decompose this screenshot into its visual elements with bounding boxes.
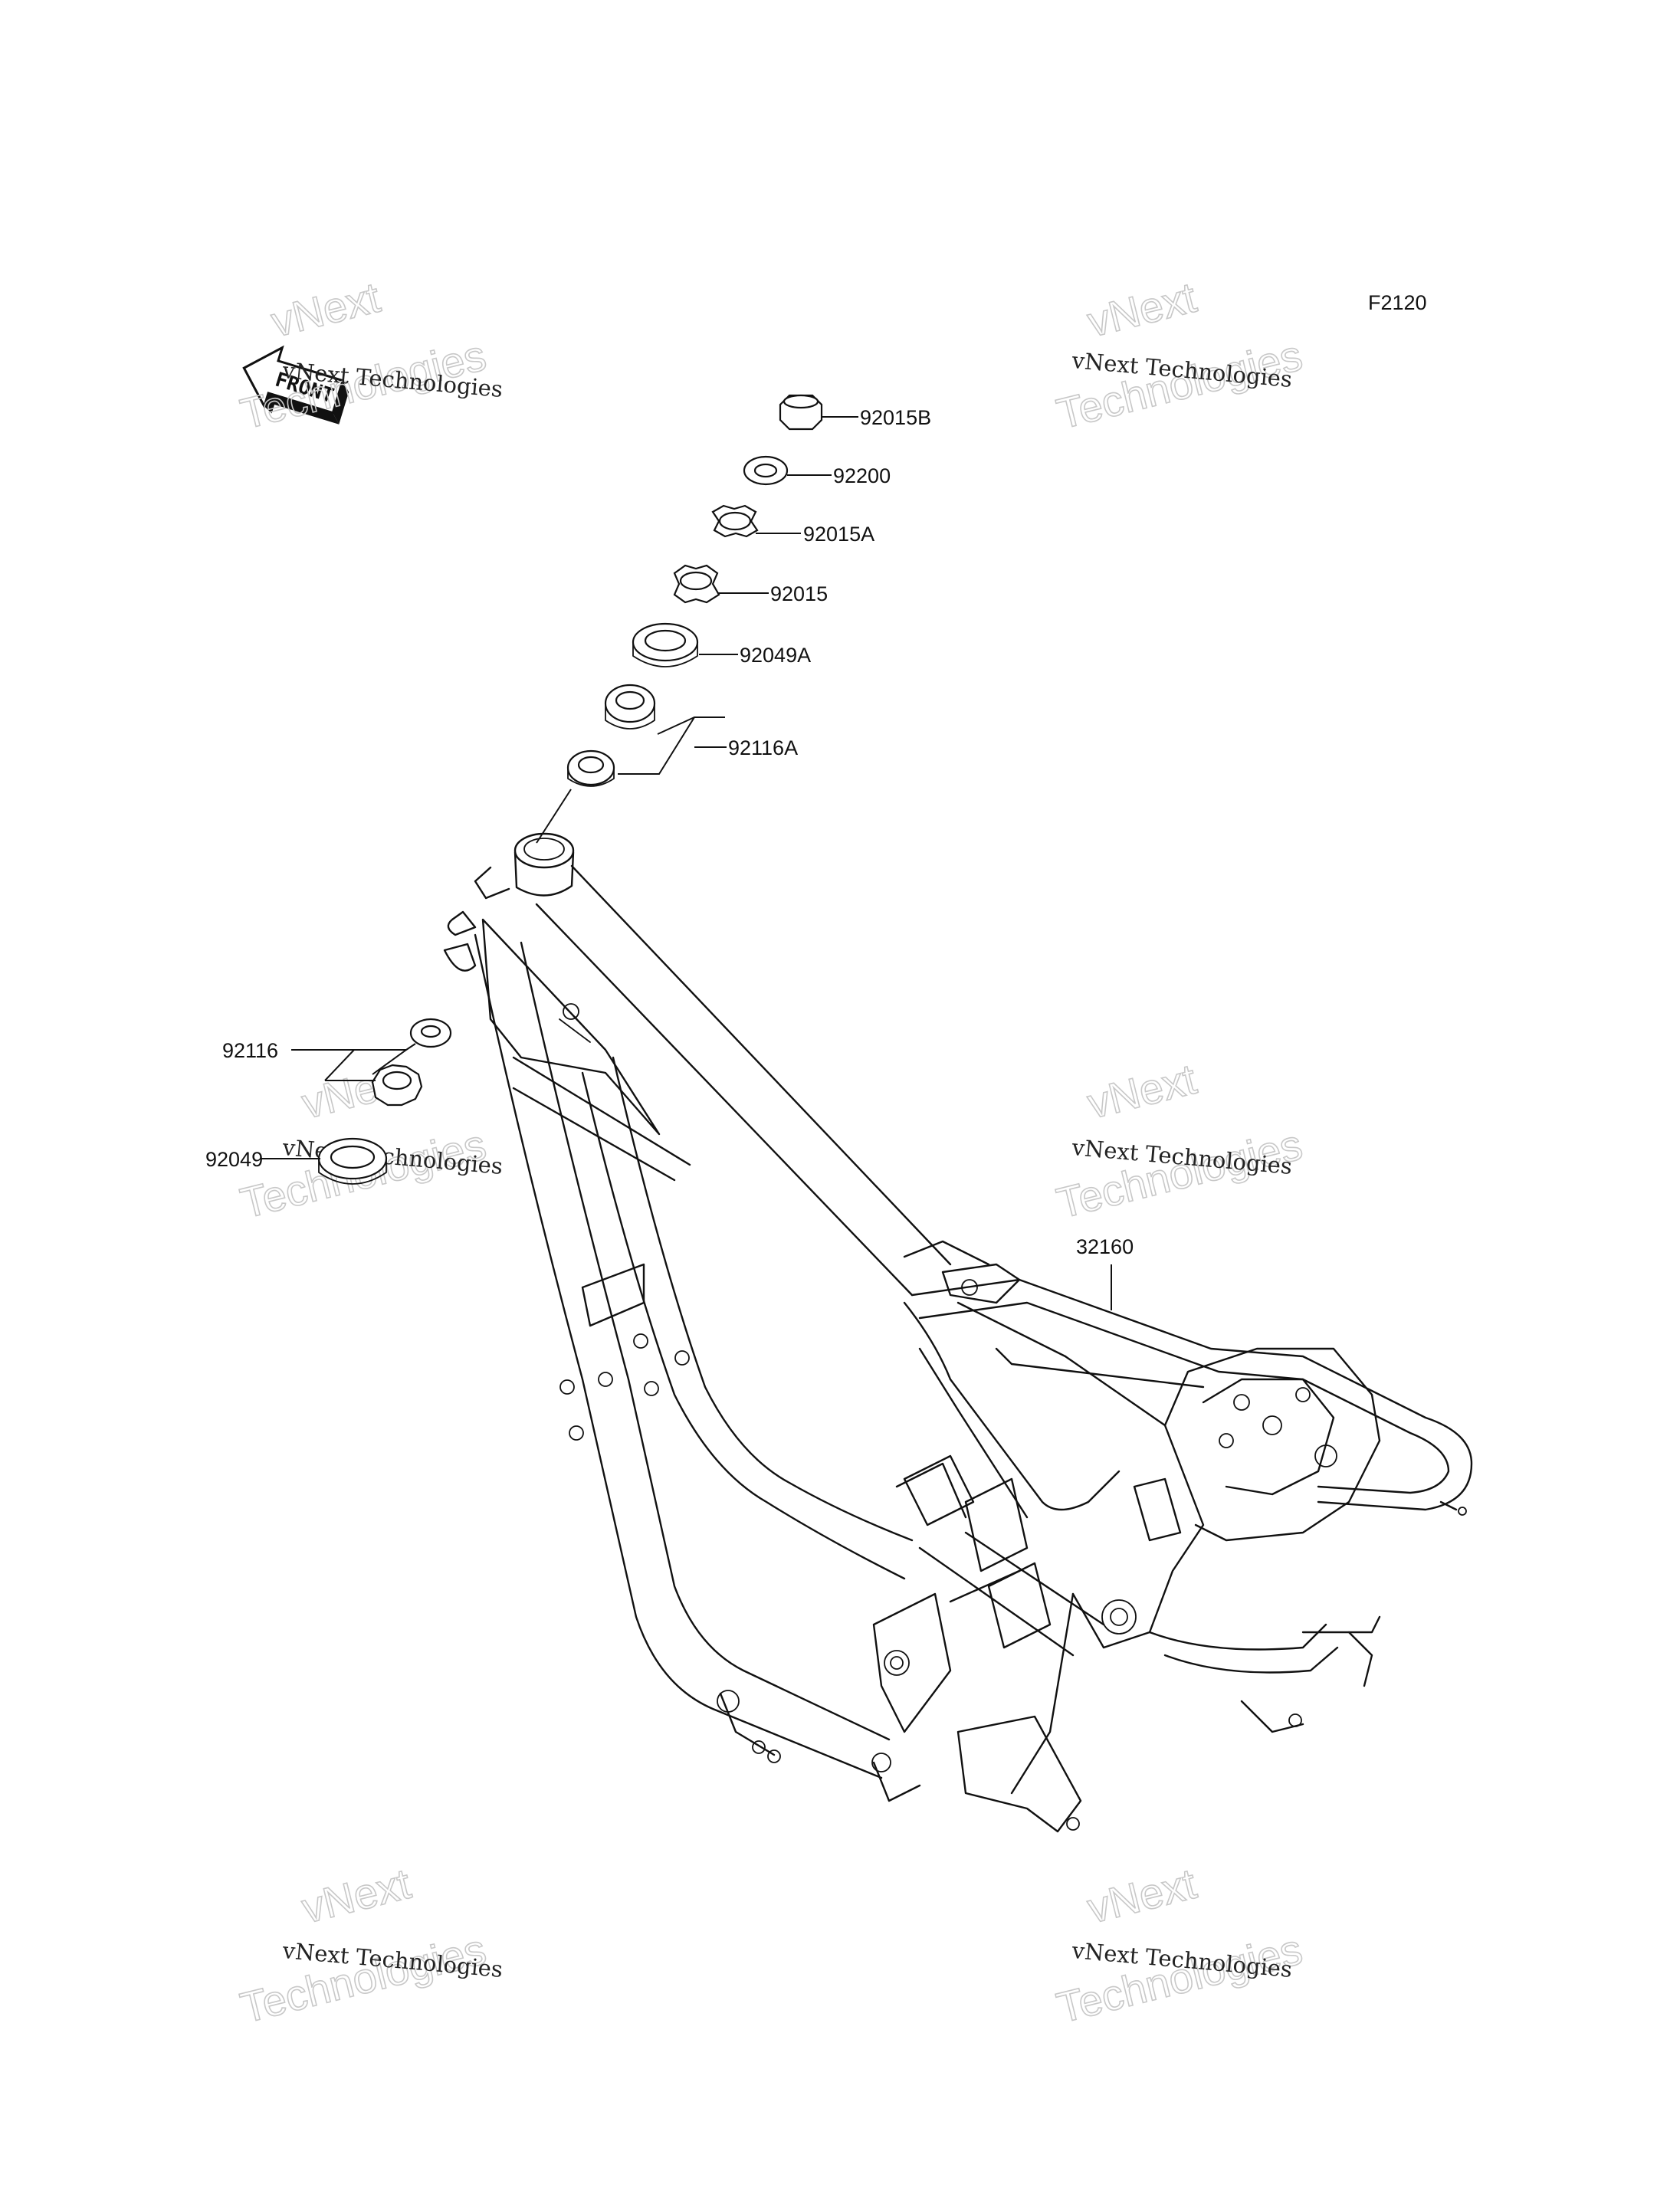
watermark-big-1: vNext [1083, 1054, 1202, 1128]
part-92015B[interactable]: 92015B [779, 394, 931, 431]
label-92116: 92116 [222, 1039, 278, 1062]
watermark-top-right: vNext Technologies vNext Technologies [1052, 272, 1308, 438]
label-92116A: 92116A [728, 736, 798, 759]
diagram-code: F2120 [1368, 291, 1427, 314]
part-92116A[interactable]: 92116A [566, 684, 798, 787]
part-92015[interactable]: 92015 [673, 564, 828, 605]
part-92116[interactable]: 92116 [222, 1018, 452, 1107]
label-92200: 92200 [833, 464, 891, 487]
part-92200[interactable]: 92200 [743, 455, 891, 487]
label-92015A: 92015A [803, 523, 874, 546]
label-32160: 32160 [1076, 1235, 1134, 1258]
label-92049: 92049 [205, 1148, 263, 1171]
watermark-mid-right: vNext Technologies vNext Technologies [1052, 1054, 1308, 1228]
label-92049A: 92049A [740, 644, 811, 667]
part-32160-frame[interactable]: 32160 [443, 832, 1473, 1833]
watermark-big-1: vNext [1083, 1859, 1202, 1933]
part-92049[interactable]: 92049 [205, 1137, 388, 1185]
front-arrow-icon: FRONT [242, 345, 349, 425]
watermark-bottom-right: vNext Technologies vNext Technologies [1052, 1858, 1308, 2032]
label-92015B: 92015B [860, 406, 931, 429]
watermark-big-1: vNext [267, 273, 386, 346]
watermark-big-2: Technologies [236, 1924, 491, 2031]
watermark-big-1: vNext [1083, 273, 1202, 346]
watermark-big-1: vNext [297, 1859, 416, 1933]
part-92049A[interactable]: 92049A [632, 622, 811, 667]
part-92015A[interactable]: 92015A [711, 504, 874, 546]
watermark-bottom-left: vNext Technologies vNext Technologies [235, 1858, 504, 2032]
label-92015: 92015 [770, 582, 828, 605]
